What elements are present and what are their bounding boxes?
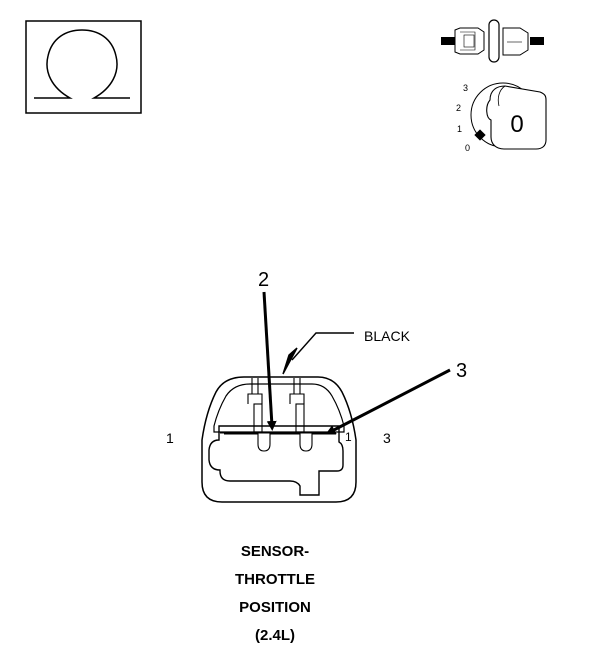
pin-3-label: 3 [456,360,467,382]
pin-3-arrow [325,368,451,435]
pin-2-arrow [262,291,277,431]
caption-line-4: (2.4L) [254,627,295,644]
connector-color-label: BLACK [364,328,411,344]
color-arrow [282,347,298,375]
side-label-right: 3 [383,430,391,446]
ignition-key-label: 0 [510,111,523,138]
connector-body [201,376,357,503]
color-callout: BLACK [282,328,411,375]
side-label-left: 1 [166,430,174,446]
pin-2-callout: 2 [258,269,277,431]
pin-3-callout: 3 [325,360,467,435]
diagram-caption: SENSOR- THROTTLE POSITION (2.4L) [180,538,370,650]
ignition-position-3: 3 [463,83,468,93]
ohm-icon [25,20,142,114]
ignition-position-1: 1 [457,124,462,134]
ignition-position-0: 0 [465,143,470,153]
disconnected-connector-icon [441,19,544,63]
caption-line-3: POSITION [239,599,311,616]
caption-line-1: SENSOR- [240,543,310,560]
ignition-key-icon: 3 2 1 0 0 [456,82,547,153]
caption-line-2: THROTTLE [235,571,315,588]
cavity-mark: 1 [345,430,352,444]
pin-2-label: 2 [258,269,269,291]
ignition-position-2: 2 [456,103,461,113]
